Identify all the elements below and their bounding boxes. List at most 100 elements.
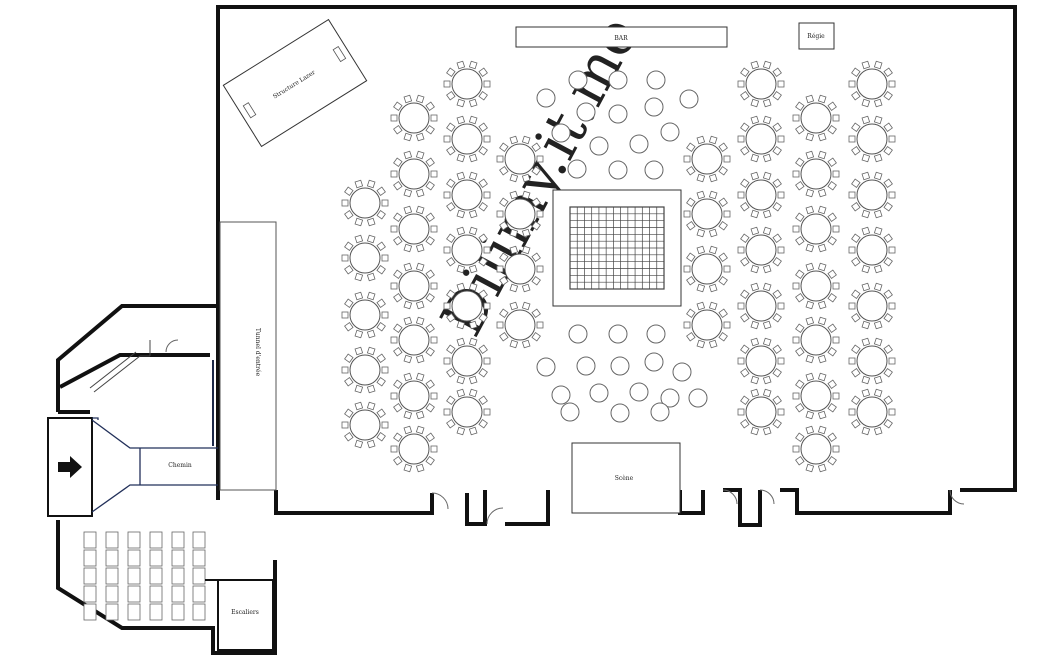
round-table [848, 115, 896, 163]
cocktail-table [551, 123, 571, 143]
stage [571, 442, 681, 514]
tunnel-entree [219, 221, 277, 491]
seat-bench [171, 531, 185, 549]
cocktail-table [660, 122, 680, 142]
cocktail-table [608, 104, 628, 124]
round-table [496, 135, 544, 183]
door-swings [165, 339, 965, 525]
cocktail-table [629, 134, 649, 154]
scene-label: Scène [615, 475, 634, 482]
chemin-corridor [91, 417, 218, 513]
cocktail-table [589, 383, 609, 403]
cocktail-table [650, 402, 670, 422]
bar-label: BAR [614, 35, 628, 42]
arrow-icon [58, 456, 82, 478]
round-table [496, 301, 544, 349]
round-table [390, 372, 438, 420]
seat-bench [105, 585, 119, 603]
round-table [390, 316, 438, 364]
seat-bench [149, 603, 163, 621]
seat-bench [149, 531, 163, 549]
round-table [848, 388, 896, 436]
round-table [390, 94, 438, 142]
seat-bench [149, 549, 163, 567]
round-table [443, 337, 491, 385]
seat-bench [83, 531, 97, 549]
seat-bench [83, 585, 97, 603]
cocktail-table [646, 70, 666, 90]
round-table [390, 150, 438, 198]
regie-booth [798, 22, 835, 50]
cocktail-table [536, 88, 556, 108]
stairs-small [89, 340, 151, 393]
seat-bench [105, 531, 119, 549]
round-table [737, 282, 785, 330]
main-hall-walls [216, 5, 1017, 527]
round-table [683, 135, 731, 183]
seat-bench [192, 531, 206, 549]
round-table [792, 262, 840, 310]
round-table [443, 115, 491, 163]
cocktail-table [660, 388, 680, 408]
round-table [792, 425, 840, 473]
regie-label: Régie [807, 33, 825, 40]
round-table [443, 60, 491, 108]
round-table [443, 388, 491, 436]
seat-bench [171, 549, 185, 567]
round-table [737, 171, 785, 219]
cocktail-table [608, 160, 628, 180]
cocktail-table [610, 403, 630, 423]
round-table [848, 337, 896, 385]
seat-bench [149, 585, 163, 603]
cocktail-table [576, 356, 596, 376]
seat-bench [127, 567, 141, 585]
cocktail-table [644, 352, 664, 372]
seating-rows [83, 531, 206, 621]
seat-bench [149, 567, 163, 585]
seat-bench [127, 603, 141, 621]
round-table [496, 190, 544, 238]
seat-bench [171, 567, 185, 585]
round-table [390, 205, 438, 253]
round-table [390, 425, 438, 473]
round-table [792, 150, 840, 198]
cocktail-table [568, 70, 588, 90]
round-table [683, 245, 731, 293]
round-table [848, 226, 896, 274]
cocktail-table [644, 97, 664, 117]
cocktail-table [576, 102, 596, 122]
bar-counter [515, 26, 728, 48]
seat-bench [83, 567, 97, 585]
cocktail-table [629, 382, 649, 402]
round-table [737, 388, 785, 436]
seat-bench [83, 603, 97, 621]
seat-bench [127, 531, 141, 549]
cocktail-table [672, 362, 692, 382]
cocktail-table [589, 136, 609, 156]
escaliers-label: Escaliers [231, 609, 259, 616]
round-table [737, 115, 785, 163]
cocktail-table [608, 70, 628, 90]
round-table [341, 291, 389, 339]
round-table [792, 205, 840, 253]
seat-bench [127, 585, 141, 603]
cocktail-table [608, 324, 628, 344]
cocktail-table [610, 356, 630, 376]
cocktail-table [646, 324, 666, 344]
round-table [792, 94, 840, 142]
banquet-tables [341, 60, 896, 473]
round-table [737, 60, 785, 108]
round-table [737, 337, 785, 385]
round-table [792, 372, 840, 420]
seat-bench [127, 549, 141, 567]
round-table [683, 190, 731, 238]
cocktail-table [568, 324, 588, 344]
round-table [683, 301, 731, 349]
seat-bench [105, 567, 119, 585]
stair-box [217, 579, 274, 651]
structure-lazer [222, 18, 368, 148]
cocktail-table [560, 402, 580, 422]
seat-bench [171, 603, 185, 621]
cocktail-table [679, 89, 699, 109]
